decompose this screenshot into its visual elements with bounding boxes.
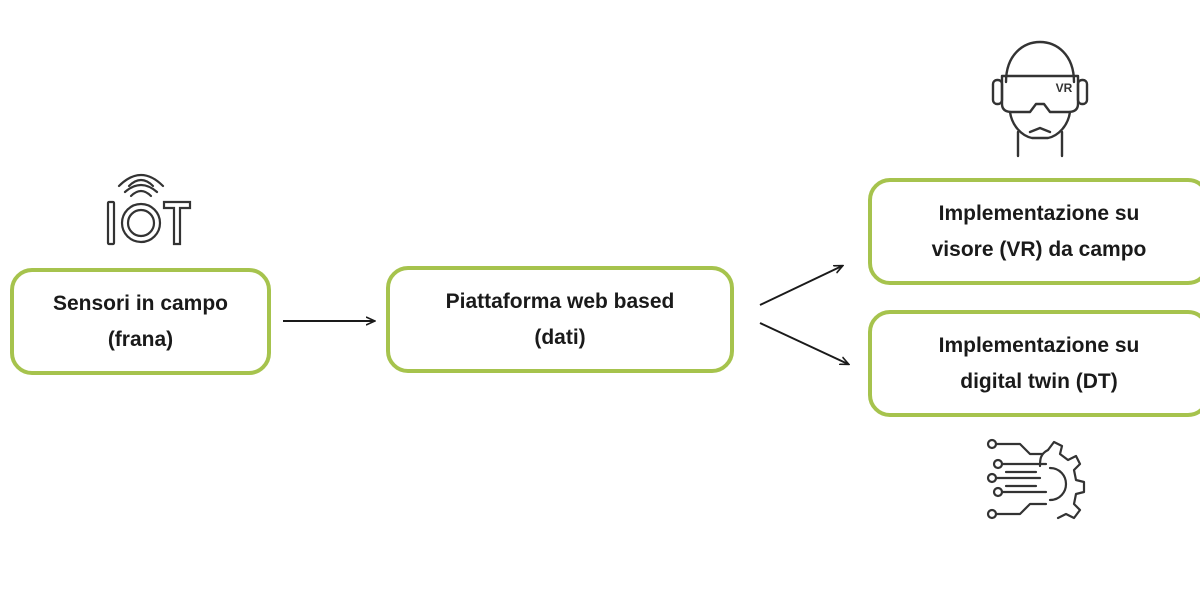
node-implementazione-digital-twin: Implementazione su digital twin (DT)	[868, 310, 1200, 417]
digital-gear-circuit-icon	[986, 438, 1086, 520]
arrow-piattaforma-to-dt	[759, 322, 848, 364]
arrow-piattaforma-to-vr	[759, 266, 842, 306]
vr-badge-text: VR	[1056, 81, 1073, 95]
node-piattaforma-web-based: Piattaforma web based (dati)	[386, 266, 734, 373]
iot-icon	[106, 173, 192, 246]
node-implementazione-visore-vr: Implementazione su visore (VR) da campo	[868, 178, 1200, 285]
node-sensori-in-campo: Sensori in campo (frana)	[10, 268, 271, 375]
vr-headset-icon: VR	[991, 40, 1089, 158]
